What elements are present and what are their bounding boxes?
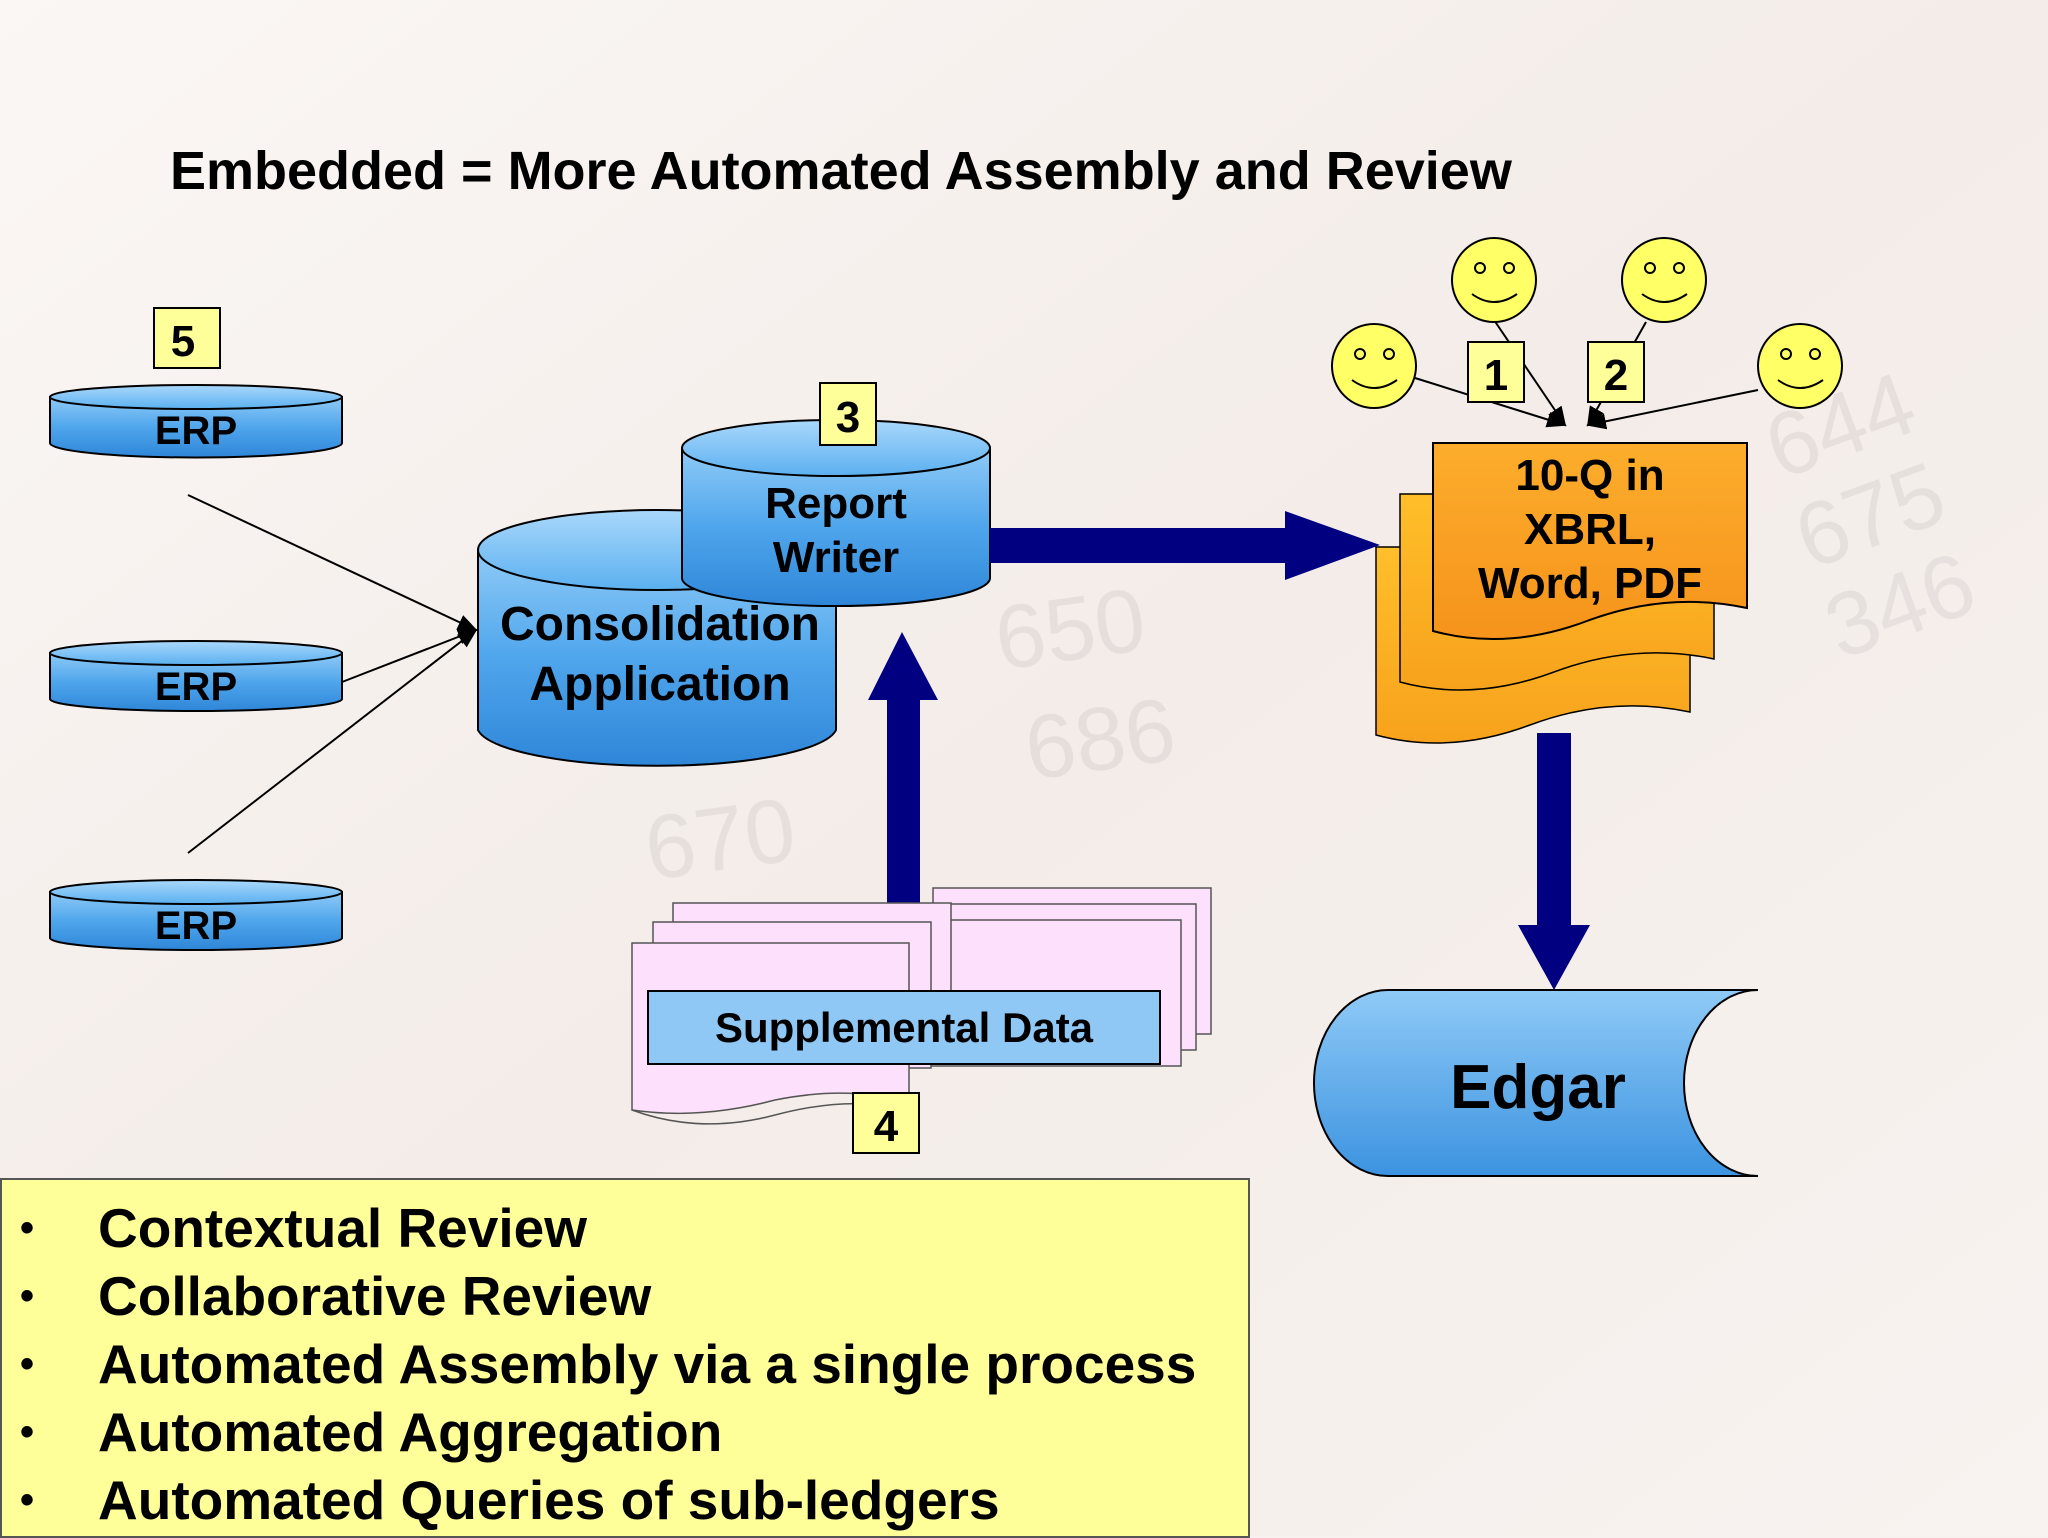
bullet-list: • Contextual Review • Collaborative Review… (20, 1194, 1248, 1534)
arrow-supplemental-to-report (868, 632, 938, 904)
bullet-dot: • (20, 1205, 35, 1250)
tenq-documents: 10-Q in XBRL, Word, PDF (1375, 442, 1748, 744)
svg-text:5: 5 (171, 317, 195, 366)
report-writer-label-line2: Writer (773, 533, 899, 582)
slide-title: Embedded = More Automated Assembly and R… (170, 141, 1512, 201)
consolidation-label-line2: Application (529, 658, 790, 711)
bullet-box: • Contextual Review • Collaborative Review… (0, 1178, 1250, 1538)
badge-1: 1 (1467, 341, 1525, 403)
consolidation-application-cylinder: Consolidation Application (477, 509, 837, 767)
bullet-dot: • (20, 1341, 35, 1386)
bullet-dot: • (20, 1409, 35, 1454)
bullet-text: Automated Queries of sub-ledgers (98, 1469, 1000, 1531)
report-writer-cylinder: Report Writer (681, 419, 991, 607)
supplemental-data-documents: Supplemental Data (631, 887, 1212, 1125)
background-watermark-numbers: 650 686 670 644 675 346 (639, 353, 1988, 899)
smiley-face-icon (1621, 237, 1707, 323)
badge-3: 3 (819, 382, 877, 446)
bullet-dot: • (20, 1273, 35, 1318)
tenq-label-line1: 10-Q in (1515, 451, 1664, 500)
supplemental-data-label: Supplemental Data (715, 1004, 1094, 1051)
consolidation-label-line1: Consolidation (500, 598, 820, 651)
bullet-item: • Automated Queries of sub-ledgers (20, 1466, 1248, 1534)
report-writer-label-line1: Report (765, 479, 907, 528)
connector-erp-top (187, 494, 478, 631)
edgar-cylinder: Edgar (1313, 989, 1759, 1177)
svg-text:686: 686 (1019, 680, 1182, 800)
svg-text:1: 1 (1484, 351, 1508, 400)
bullet-item: • Automated Assembly via a single process (20, 1330, 1248, 1398)
badge-5: 5 (153, 307, 221, 369)
bullet-item: • Contextual Review (20, 1194, 1248, 1262)
bullet-item: • Automated Aggregation (20, 1398, 1248, 1466)
svg-text:3: 3 (836, 393, 860, 442)
bullet-dot: • (20, 1477, 35, 1522)
smiley-face-icon (1451, 237, 1537, 323)
connector-erp-bottom (187, 628, 478, 854)
erp-bottom-label: ERP (155, 904, 237, 948)
arrow-report-to-10q (990, 511, 1380, 580)
bullet-item: • Collaborative Review (20, 1262, 1248, 1330)
badge-4: 4 (852, 1092, 920, 1154)
bullet-text: Automated Aggregation (98, 1401, 723, 1463)
edgar-label: Edgar (1450, 1053, 1626, 1122)
svg-text:4: 4 (874, 1102, 899, 1151)
erp-middle-label: ERP (155, 665, 237, 709)
tenq-label-line2: XBRL, (1524, 505, 1656, 554)
svg-text:2: 2 (1604, 351, 1628, 400)
svg-text:670: 670 (639, 780, 802, 900)
smiley-face-icon (1331, 323, 1417, 409)
erp-top-cylinder: ERP (49, 384, 343, 459)
svg-text:650: 650 (989, 570, 1152, 690)
erp-middle-cylinder: ERP (49, 640, 343, 712)
smiley-face-icon (1757, 323, 1843, 409)
tenq-label-line3: Word, PDF (1478, 559, 1702, 608)
connector-erp-middle (341, 629, 478, 683)
badge-2: 2 (1587, 341, 1645, 403)
erp-bottom-cylinder: ERP (49, 879, 343, 951)
bullet-text: Collaborative Review (98, 1265, 652, 1327)
erp-top-label: ERP (155, 409, 237, 453)
arrow-10q-to-edgar (1518, 733, 1590, 990)
bullet-text: Automated Assembly via a single process (98, 1333, 1197, 1395)
bullet-text: Contextual Review (98, 1197, 588, 1259)
